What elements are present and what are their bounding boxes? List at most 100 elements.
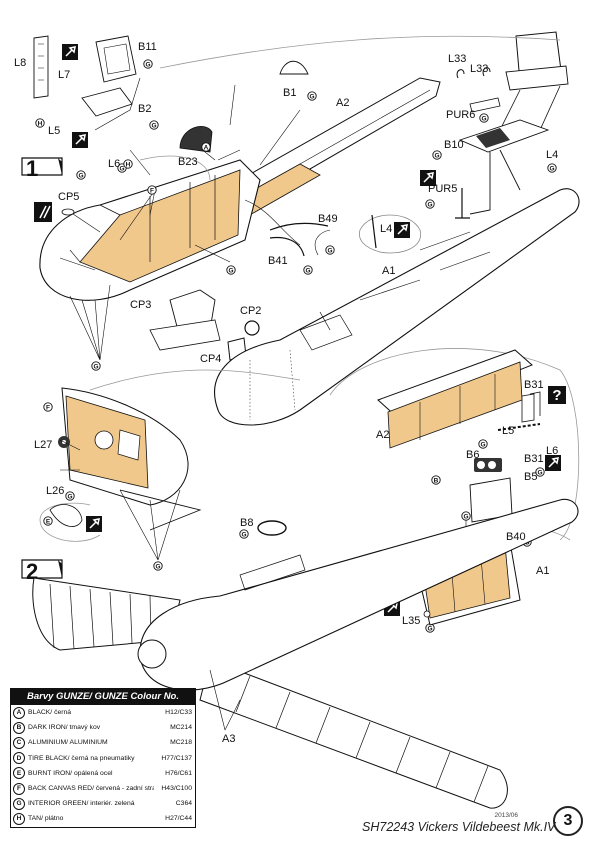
fuselage-side-detail [61, 387, 202, 531]
label-b10: B10 [444, 139, 464, 151]
label-b41: B41 [268, 255, 288, 267]
colour-name: BACK CANVAS RED/ červená - zadní strana … [28, 785, 154, 793]
part-b8-ring [257, 520, 287, 536]
step-2-leaders [59, 439, 241, 731]
colour-code: H77/C137 [161, 754, 192, 762]
label-b31-b: B31 [524, 453, 544, 465]
label-l26: L26 [46, 485, 64, 497]
part-b41-rail [269, 236, 305, 257]
colour-row: G INTERIOR GREEN/ interiér. zelená C364 [11, 796, 195, 811]
colour-mark: H [13, 812, 25, 825]
part-b1-screen [279, 60, 309, 75]
step-2-marker: 2 [21, 559, 63, 584]
label-b23: B23 [178, 156, 198, 168]
label-l33-a: L33 [448, 53, 466, 65]
label-cp4: CP4 [200, 353, 221, 365]
lower-wing-a3 [32, 577, 508, 809]
part-b31 [521, 391, 541, 423]
part-b49-rail [269, 222, 329, 231]
svg-text:H: H [38, 120, 43, 127]
label-b1: B1 [283, 87, 296, 99]
label-a2-top: A2 [336, 97, 349, 109]
svg-text:B: B [434, 477, 439, 484]
svg-text:A: A [204, 144, 209, 151]
colour-code: C364 [175, 800, 192, 808]
detail-l4 [358, 214, 422, 254]
label-pur5: PUR5 [428, 183, 457, 195]
label-b11: B11 [138, 41, 157, 53]
label-l4: L4 [546, 149, 558, 161]
colour-mark: G [13, 797, 25, 810]
part-pur5-stand [455, 188, 470, 219]
colour-mark: B [13, 721, 25, 734]
label-b2: B2 [138, 103, 151, 115]
colour-name: BURNT IRON/ opálená ocel [28, 769, 113, 777]
svg-text:?: ? [552, 387, 561, 404]
label-l5: L5 [48, 125, 60, 137]
part-b11-bulkhead [95, 35, 137, 83]
colour-row: A BLACK/ černá H12/C33 [11, 705, 195, 720]
label-l6-mid: L6 [546, 445, 558, 457]
question-icon: ? [548, 386, 566, 404]
part-l8-panel [33, 35, 49, 99]
label-l5-mid: L5 [502, 425, 514, 437]
colour-row: B DARK IRON/ tmavý kov MC214 [11, 720, 195, 735]
colour-code: H12/C33 [165, 709, 192, 717]
part-b6-instrument [474, 458, 502, 472]
part-cp5 [61, 208, 75, 216]
colour-mark: C [13, 736, 25, 749]
colour-mark: E [13, 767, 25, 780]
label-l33-b: L33 [470, 63, 488, 75]
step-1-leaders [69, 77, 331, 361]
colour-row: C ALUMINIUM/ ALUMINIUM MC218 [11, 735, 195, 750]
colour-row: H TAN/ plátno H27/C44 [11, 811, 195, 826]
colour-name: DARK IRON/ tmavý kov [28, 724, 101, 732]
label-a1-top: A1 [382, 265, 395, 277]
footer-title: SH72243 Vickers Vildebeest Mk.IV [362, 820, 556, 834]
colour-code: H27/C44 [165, 815, 192, 823]
label-l6: L6 [108, 158, 120, 170]
label-b40: B40 [506, 531, 526, 543]
scrape-icon [34, 202, 52, 222]
step-1-number: 1 [26, 156, 38, 181]
label-cp5: CP5 [58, 191, 79, 203]
colour-name: INTERIOR GREEN/ interiér. zelená [28, 800, 135, 808]
colour-marker-a: A [201, 142, 211, 152]
colour-code: MC214 [170, 724, 192, 732]
page-number: 3 [553, 806, 583, 836]
label-a1-mid: A1 [536, 565, 549, 577]
colour-name: TIRE BLACK/ černá na pneumatiky [28, 754, 135, 762]
label-b49: B49 [318, 213, 338, 225]
colour-name: ALUMINIUM/ ALUMINIUM [28, 739, 108, 747]
fuselage-cockpit-section [39, 159, 261, 351]
colour-code: H76/C61 [165, 769, 192, 777]
step-1-marker: 1 [21, 156, 63, 181]
colour-name: TAN/ plátno [28, 815, 64, 823]
footer-date: 2013/06 [494, 812, 519, 819]
part-b2-floor [81, 87, 133, 117]
label-a2-mid: A2 [376, 429, 389, 441]
colour-row: F BACK CANVAS RED/ červená - zadní stran… [11, 781, 195, 796]
label-cp2: CP2 [240, 305, 261, 317]
svg-text:F: F [150, 187, 154, 194]
colour-marker-f: F F [43, 185, 157, 412]
svg-text:H: H [126, 161, 131, 168]
svg-text:F: F [46, 404, 50, 411]
colour-marker-h: H H [35, 118, 133, 169]
label-l35: L35 [402, 615, 420, 627]
label-l7: L7 [58, 69, 70, 81]
lower-wing-a2-root [377, 349, 533, 449]
fuselage-assembled [137, 498, 579, 691]
colour-name: BLACK/ černá [28, 709, 72, 717]
colour-row: E BURNT IRON/ opálená ocel H76/C61 [11, 766, 195, 781]
colour-row: D TIRE BLACK/ černá na pneumatiky H77/C1… [11, 751, 195, 766]
colour-code: H43/C100 [161, 785, 192, 793]
colour-marker-e: E [43, 516, 53, 526]
part-l26 [49, 504, 83, 527]
label-pur6: PUR6 [446, 109, 475, 121]
part-b10-frame [458, 119, 550, 215]
colour-mark: D [13, 752, 25, 765]
label-l8: L8 [14, 57, 26, 69]
svg-text:E: E [46, 518, 51, 525]
label-b6: B6 [466, 449, 479, 461]
